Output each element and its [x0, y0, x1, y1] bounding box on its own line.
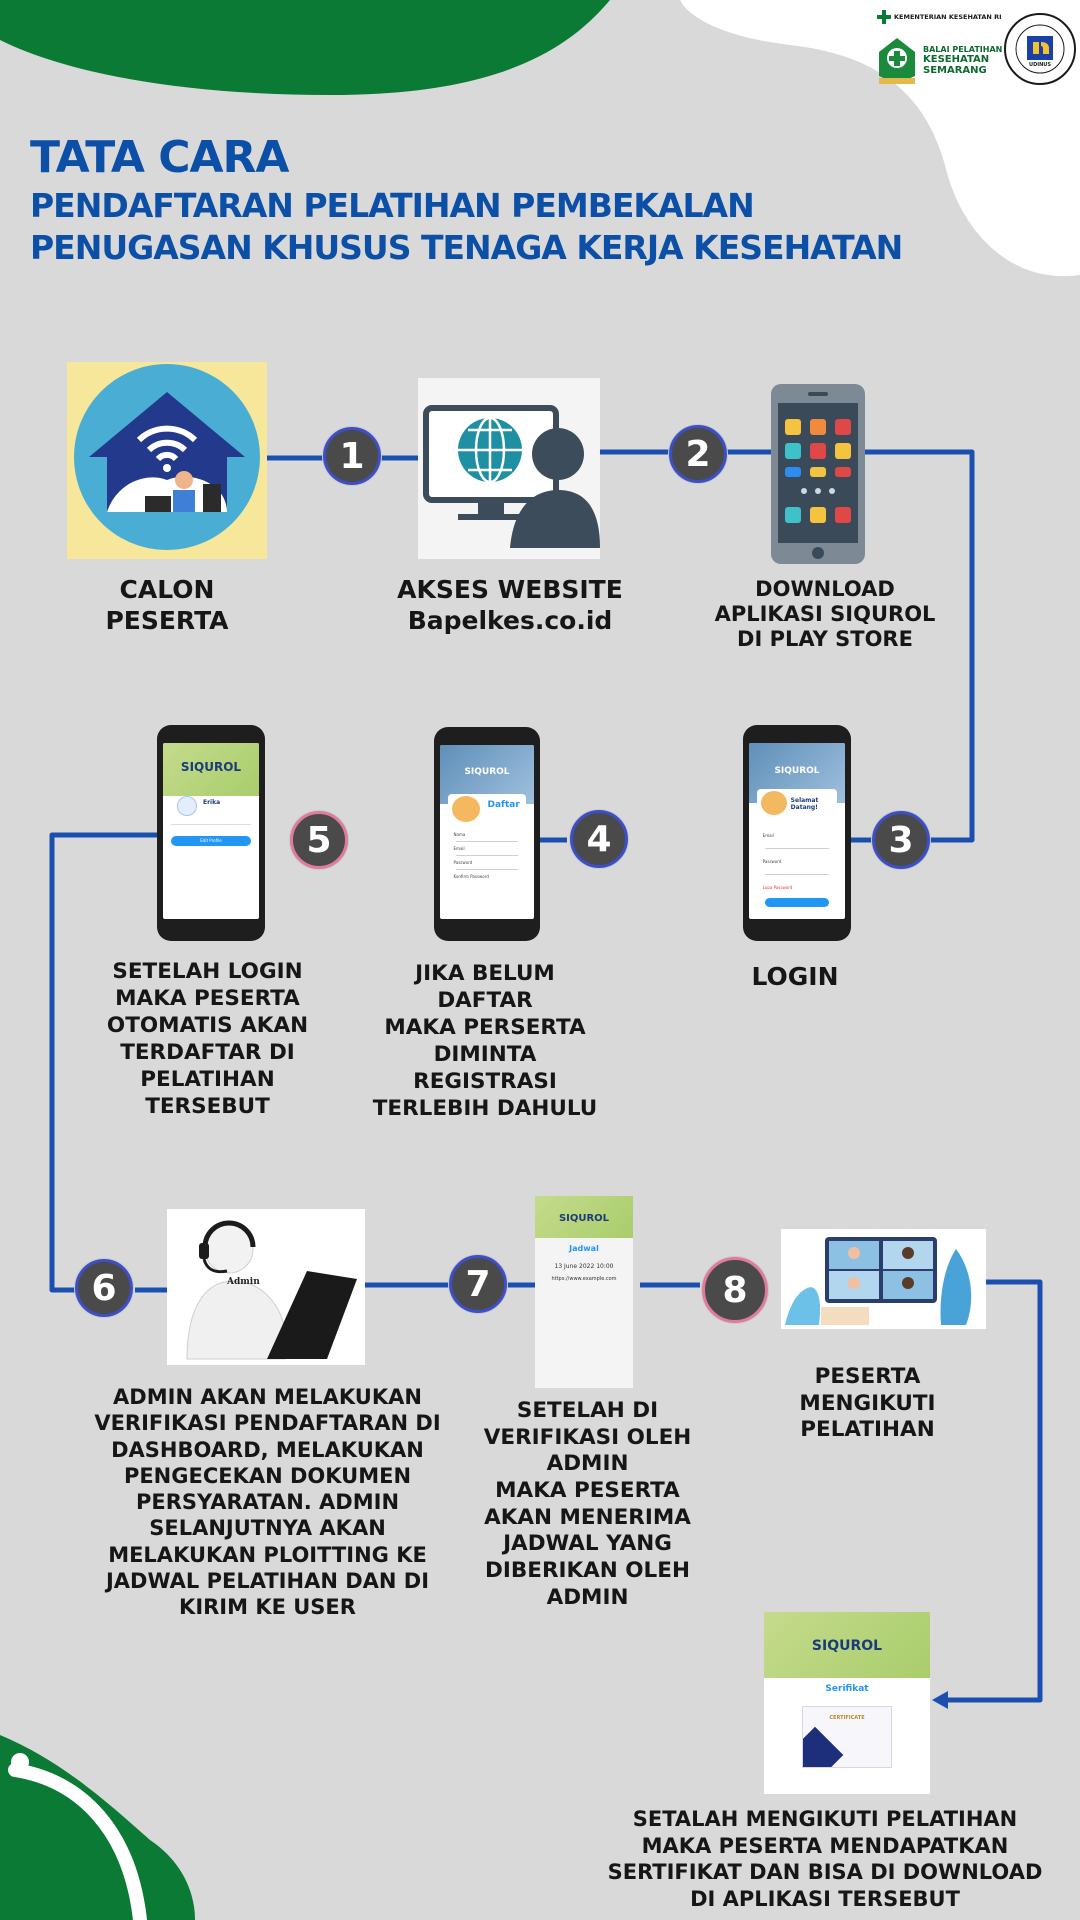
profile-brand-text: SIQUROL [180, 759, 242, 774]
kemenkes-text: KEMENTERIAN KESEHATAN RI [894, 13, 1002, 21]
page-subtitle-1: PENDAFTARAN PELATIHAN PEMBEKALAN [30, 186, 755, 225]
step-number-7: 7 [449, 1255, 507, 1313]
register-screen: SIQUROL Daftar Nama Email Password Konfi… [440, 745, 534, 919]
schedule-title: Jadwal [569, 1244, 599, 1254]
video-meeting-icon [785, 1237, 972, 1325]
step-label-login: LOGIN [751, 962, 839, 991]
bapelkes-emblem-icon [879, 38, 915, 84]
certificate-preview: CERTIFICATE [802, 1705, 892, 1768]
profile-name: Erika [203, 799, 221, 807]
bottom-left-white-curve [8, 1763, 147, 1920]
admin-laptop-icon [186, 1220, 357, 1360]
connector-row3 [135, 1279, 1043, 1703]
udinus-short-text: UDINUS [1029, 62, 1051, 68]
udinus-seal-icon [1004, 13, 1076, 85]
step-number-3: 3 [872, 811, 930, 869]
bapelkes-text-2: KESEHATAN [923, 53, 990, 65]
bapelkes-text-1: BALAI PELATIHAN [923, 44, 1003, 54]
schedule-link: https://www.example.com [551, 1276, 617, 1283]
login-brand-text: SIQUROL [774, 765, 820, 776]
profile-screen-phone: SIQUROL Erika Edit Profile [157, 725, 265, 941]
schedule-date: 13 June 2022 10:00 [554, 1263, 614, 1271]
step-number-2: 2 [669, 425, 727, 483]
home-wifi-illustration [67, 362, 267, 559]
step-number-1: 1 [323, 427, 381, 485]
page-subtitle-2: PENUGASAN KHUSUS TENAGA KERJA KESEHATAN [30, 228, 903, 267]
top-green-blob [0, 0, 610, 95]
register-field-confirm: Konfirm Password [453, 873, 489, 879]
schedule-brand-text: SIQUROL [558, 1212, 610, 1224]
admin-illustration: Admin [167, 1209, 365, 1365]
login-screen-phone: SIQUROL Selamat Datang! Email Password L… [743, 725, 851, 941]
kemenkes-logo: KEMENTERIAN KESEHATAN RI [877, 10, 1002, 24]
register-field-email: Email [453, 845, 465, 851]
register-field-password: Password [453, 859, 473, 865]
arrow-head [932, 1691, 948, 1709]
profile-screen: SIQUROL Erika Edit Profile [163, 743, 259, 919]
schedule-screen: SIQUROL Jadwal 13 June 2022 10:00 https:… [535, 1196, 633, 1388]
step-number-4: 4 [570, 810, 628, 868]
certificate-title: Serifikat [825, 1683, 869, 1694]
website-illustration [418, 378, 600, 559]
step-number-6: 6 [75, 1259, 133, 1317]
certificate-heading: CERTIFICATE [829, 1714, 865, 1721]
register-screen-phone: SIQUROL Daftar Nama Email Password Konfi… [434, 727, 540, 941]
bapelkes-text-3: SEMARANG [923, 64, 987, 76]
certificate-screen: SIQUROL Serifikat CERTIFICATE [764, 1612, 930, 1794]
meeting-illustration [781, 1229, 986, 1329]
register-title: Daftar [487, 799, 520, 810]
login-forgot-label: Lupa Password [762, 884, 793, 890]
login-screen: SIQUROL Selamat Datang! Email Password L… [749, 743, 845, 919]
logo-group: KEMENTERIAN KESEHATAN RI BALAI PELATIHAN… [875, 10, 1075, 90]
smartphone-illustration [770, 383, 866, 565]
admin-label: Admin [227, 1277, 260, 1287]
step-number-8: 8 [702, 1257, 768, 1323]
register-brand-text: SIQUROL [464, 767, 510, 778]
login-button [764, 897, 830, 907]
website-globe-icon [423, 405, 600, 548]
login-title: Selamat Datang! [790, 796, 819, 811]
udinus-logo: UDINUS [1003, 12, 1077, 86]
smartphone-icon [771, 384, 865, 564]
top-right-white-blob [680, 0, 1080, 277]
bapelkes-logo: BALAI PELATIHAN KESEHATAN SEMARANG [875, 32, 1002, 88]
register-field-name: Nama [453, 831, 466, 837]
kemenkes-icon [877, 10, 891, 24]
page-title: TATA CARA [30, 132, 289, 183]
certificate-brand-text: SIQUROL [811, 1638, 883, 1655]
step-number-5: 5 [290, 811, 348, 869]
login-email-label: Email [762, 832, 774, 838]
home-wifi-icon [74, 364, 260, 550]
login-password-label: Password [762, 858, 782, 864]
profile-edit-button: Edit Profile [171, 836, 251, 847]
